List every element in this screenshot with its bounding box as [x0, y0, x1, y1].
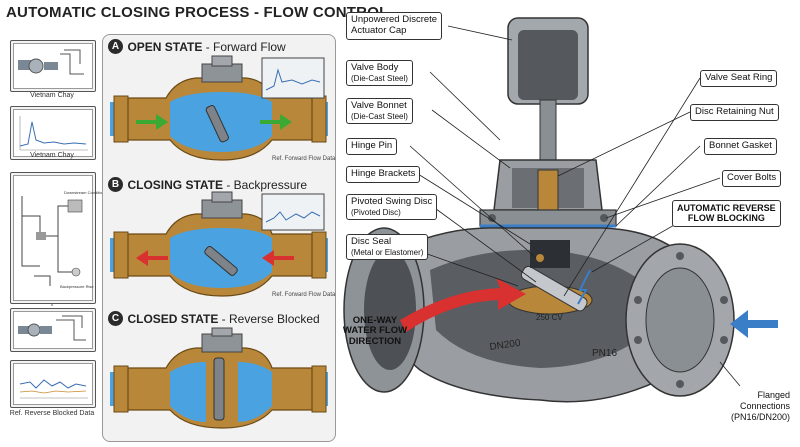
thumbnail-5-caption: Ref. Reverse Blocked Data	[9, 410, 95, 417]
state-c-illustration	[110, 327, 328, 429]
body-dn-mark: DN200	[489, 338, 522, 353]
thumbnail-4	[10, 308, 96, 352]
hinge-pin	[536, 254, 544, 262]
hinge-brackets	[530, 240, 570, 268]
state-a-data-screen	[261, 57, 325, 99]
label-swing-disc-line2: (Pivoted Disc)	[351, 207, 401, 217]
body-rating-mark: 250 CV	[536, 313, 563, 322]
state-a-name: OPEN STATE	[127, 39, 203, 54]
label-disc-seal-line1: Disc Seal	[351, 236, 392, 247]
label-bonnet-gasket: Bonnet Gasket	[704, 138, 777, 155]
bonnet-flange	[479, 209, 617, 227]
state-b-illustration	[110, 191, 328, 297]
leader-lines	[409, 25, 741, 387]
state-a-forward-arrow-2	[260, 114, 292, 130]
body-pn-mark: PN16	[592, 348, 617, 359]
state-c-desc: - Reverse Blocked	[218, 311, 320, 326]
label-flanged-line1: Flanged	[757, 390, 790, 400]
state-c-header: C CLOSED STATE - Reverse Blocked	[108, 310, 330, 328]
thumbnail-2	[10, 106, 96, 160]
state-b-reverse-arrow-1	[136, 250, 168, 266]
state-a-header: A OPEN STATE - Forward Flow	[108, 38, 330, 56]
label-swing-disc-line1: Pivoted Swing Disc	[351, 196, 433, 207]
thumbnail-3-graphic: Downstream Condition Backpressure Rise	[21, 190, 104, 289]
label-valve-body: Valve Body (Die-Cast Steel)	[346, 60, 413, 87]
state-a-illustration	[110, 55, 328, 161]
diagram-title: AUTOMATIC CLOSING PROCESS - FLOW CONTROL	[6, 4, 389, 21]
swing-disc	[520, 265, 588, 312]
thumbnail-5-graphic	[19, 379, 88, 399]
label-flanged-line3: (PN16/DN200)	[730, 411, 790, 422]
label-hinge-brackets: Hinge Brackets	[346, 166, 421, 183]
state-a-disc	[205, 105, 229, 143]
label-actuator-cap-line1: Unpowered Discrete	[351, 14, 438, 25]
label-disc-seal: Disc Seal (Metal or Elastomer)	[346, 234, 429, 261]
state-a-forward-arrow-1	[136, 114, 168, 130]
thumbnail-5	[10, 360, 96, 408]
state-a-badge: A	[108, 39, 123, 55]
label-hinge-pin: Hinge Pin	[346, 138, 398, 155]
label-auto-reverse: AUTOMATIC REVERSE FLOW BLOCKING	[672, 200, 781, 227]
label-flanged-line2: Connections	[739, 400, 790, 411]
label-valve-bonnet: Valve Bonnet (Die-Cast Steel)	[346, 98, 413, 125]
label-flow-direction-line3: DIRECTION	[348, 335, 402, 347]
label-auto-reverse-line1: AUTOMATIC REVERSE	[677, 203, 776, 213]
label-swing-disc: Pivoted Swing Disc (Pivoted Disc)	[346, 194, 438, 221]
label-cover-bolts: Cover Bolts	[722, 170, 782, 187]
state-b-name: CLOSING STATE	[127, 177, 224, 192]
label-flow-direction-line1: ONE-WAY	[352, 315, 398, 326]
label-seat-ring: Valve Seat Ring	[700, 70, 778, 87]
label-valve-bonnet-line1: Valve Bonnet	[351, 100, 407, 111]
reference-thumbnails: Vietnam Chay Vietnam Chay	[4, 30, 104, 442]
valve-cutaway: 250 CV DN200 PN16	[343, 17, 778, 403]
thumbnail-3: Downstream Condition Backpressure Rise	[10, 172, 104, 304]
thumbnail-4-graphic	[18, 315, 86, 341]
state-c-disc	[213, 357, 225, 421]
state-b-reverse-arrow-2	[262, 250, 294, 266]
thumbnail-1-caption: Vietnam Chay	[30, 92, 74, 99]
label-flanged: Flanged Connections (PN16/DN200)	[700, 390, 790, 422]
label-auto-reverse-line2: FLOW BLOCKING	[687, 213, 765, 224]
thumbnail-1	[10, 40, 96, 92]
blocking-indicator-arrow	[577, 269, 591, 305]
state-a-desc: - Forward Flow	[202, 39, 286, 54]
state-b-header: B CLOSING STATE - Backpressure	[108, 176, 330, 194]
state-b-disc	[204, 246, 238, 276]
state-b-desc: - Backpressure	[223, 177, 308, 192]
label-disc-seal-line2: (Metal or Elastomer)	[351, 247, 424, 257]
state-b-badge: B	[108, 177, 123, 193]
label-actuator-cap-line2: Actuator Cap	[351, 24, 407, 36]
thumbnail-3-note-b: Backpressure Rise	[60, 284, 94, 289]
thumbnail-2-graphic	[19, 116, 88, 151]
state-c-badge: C	[108, 311, 123, 327]
label-valve-body-line1: Valve Body	[351, 62, 399, 73]
state-b-ref: Ref. Forward Flow Data	[272, 292, 336, 298]
state-a-ref: Ref. Forward Flow Data	[272, 156, 336, 162]
thumbnail-2-caption: Vietnam Chay	[30, 152, 74, 159]
state-b-data-screen	[261, 193, 325, 231]
label-valve-body-line2: (Die-Cast Steel)	[351, 73, 408, 83]
label-actuator-cap: Unpowered Discrete Actuator Cap	[346, 12, 443, 40]
state-c-name: CLOSED STATE	[127, 311, 219, 326]
label-valve-bonnet-line2: (Die-Cast Steel)	[351, 111, 408, 121]
label-flow-direction: ONE-WAY WATER FLOW DIRECTION	[340, 315, 410, 347]
label-retaining-nut: Disc Retaining Nut	[690, 104, 779, 121]
incoming-flow-arrow	[730, 310, 778, 338]
reverse-flow-arrow	[400, 278, 526, 332]
thumbnail-1-graphic	[18, 49, 84, 75]
thumbnail-3-note-a: Downstream Condition	[64, 190, 104, 195]
label-flow-direction-line2: WATER FLOW	[342, 325, 408, 337]
